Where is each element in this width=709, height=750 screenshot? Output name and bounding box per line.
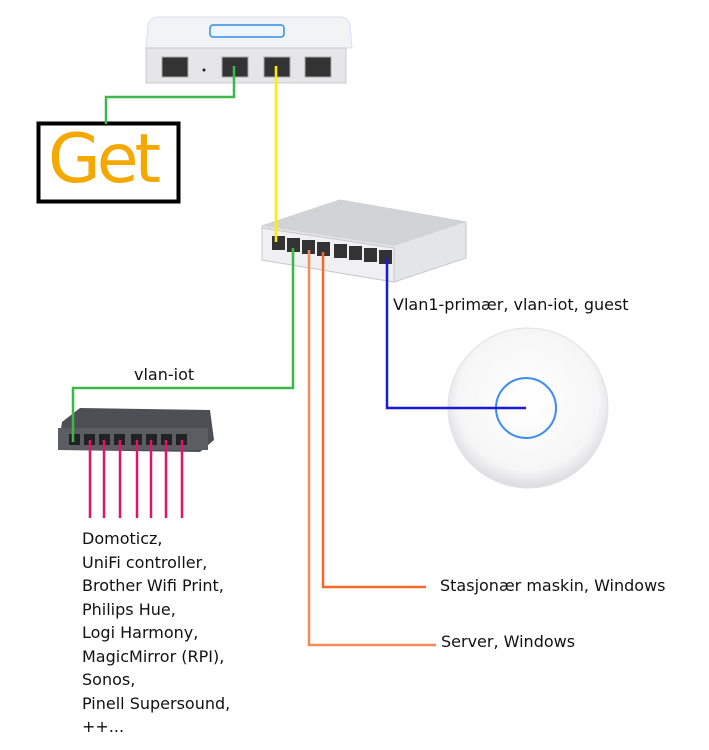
list-item: ++... [82, 717, 125, 736]
list-item: Brother Wifi Print, [82, 576, 224, 595]
list-item: Logi Harmony, [82, 623, 199, 642]
list-item: Domoticz, [82, 529, 163, 548]
list-item: Pinell Supersound, [82, 693, 231, 713]
list-item: Philips Hue, [82, 599, 176, 619]
iot-cable [71, 248, 295, 442]
main-switch-icon [261, 199, 467, 283]
iot-vlan-label: vlan-iot [134, 365, 195, 384]
isp-logo: Get [48, 120, 161, 199]
server-label: Server, Windows [441, 632, 576, 651]
ap-vlan-label: Vlan1-primær, vlan-iot, guest [393, 295, 629, 314]
ap-cable [385, 258, 526, 410]
server-cable [307, 250, 436, 647]
list-item: UniFi controller, [82, 552, 208, 572]
desktop-cable [321, 252, 426, 589]
list-item: MagicMirror (RPI), [82, 646, 225, 666]
desktop-label: Stasjonær maskin, Windows [440, 576, 666, 595]
list-item: Sonos, [82, 670, 136, 689]
iot-device-list: Domoticz, UniFi controller, Brother Wifi… [82, 527, 230, 739]
isp-logo-frame [36, 121, 181, 204]
router-icon [145, 16, 353, 84]
iot-switch-icon [58, 408, 214, 452]
wan-cable [104, 66, 236, 124]
